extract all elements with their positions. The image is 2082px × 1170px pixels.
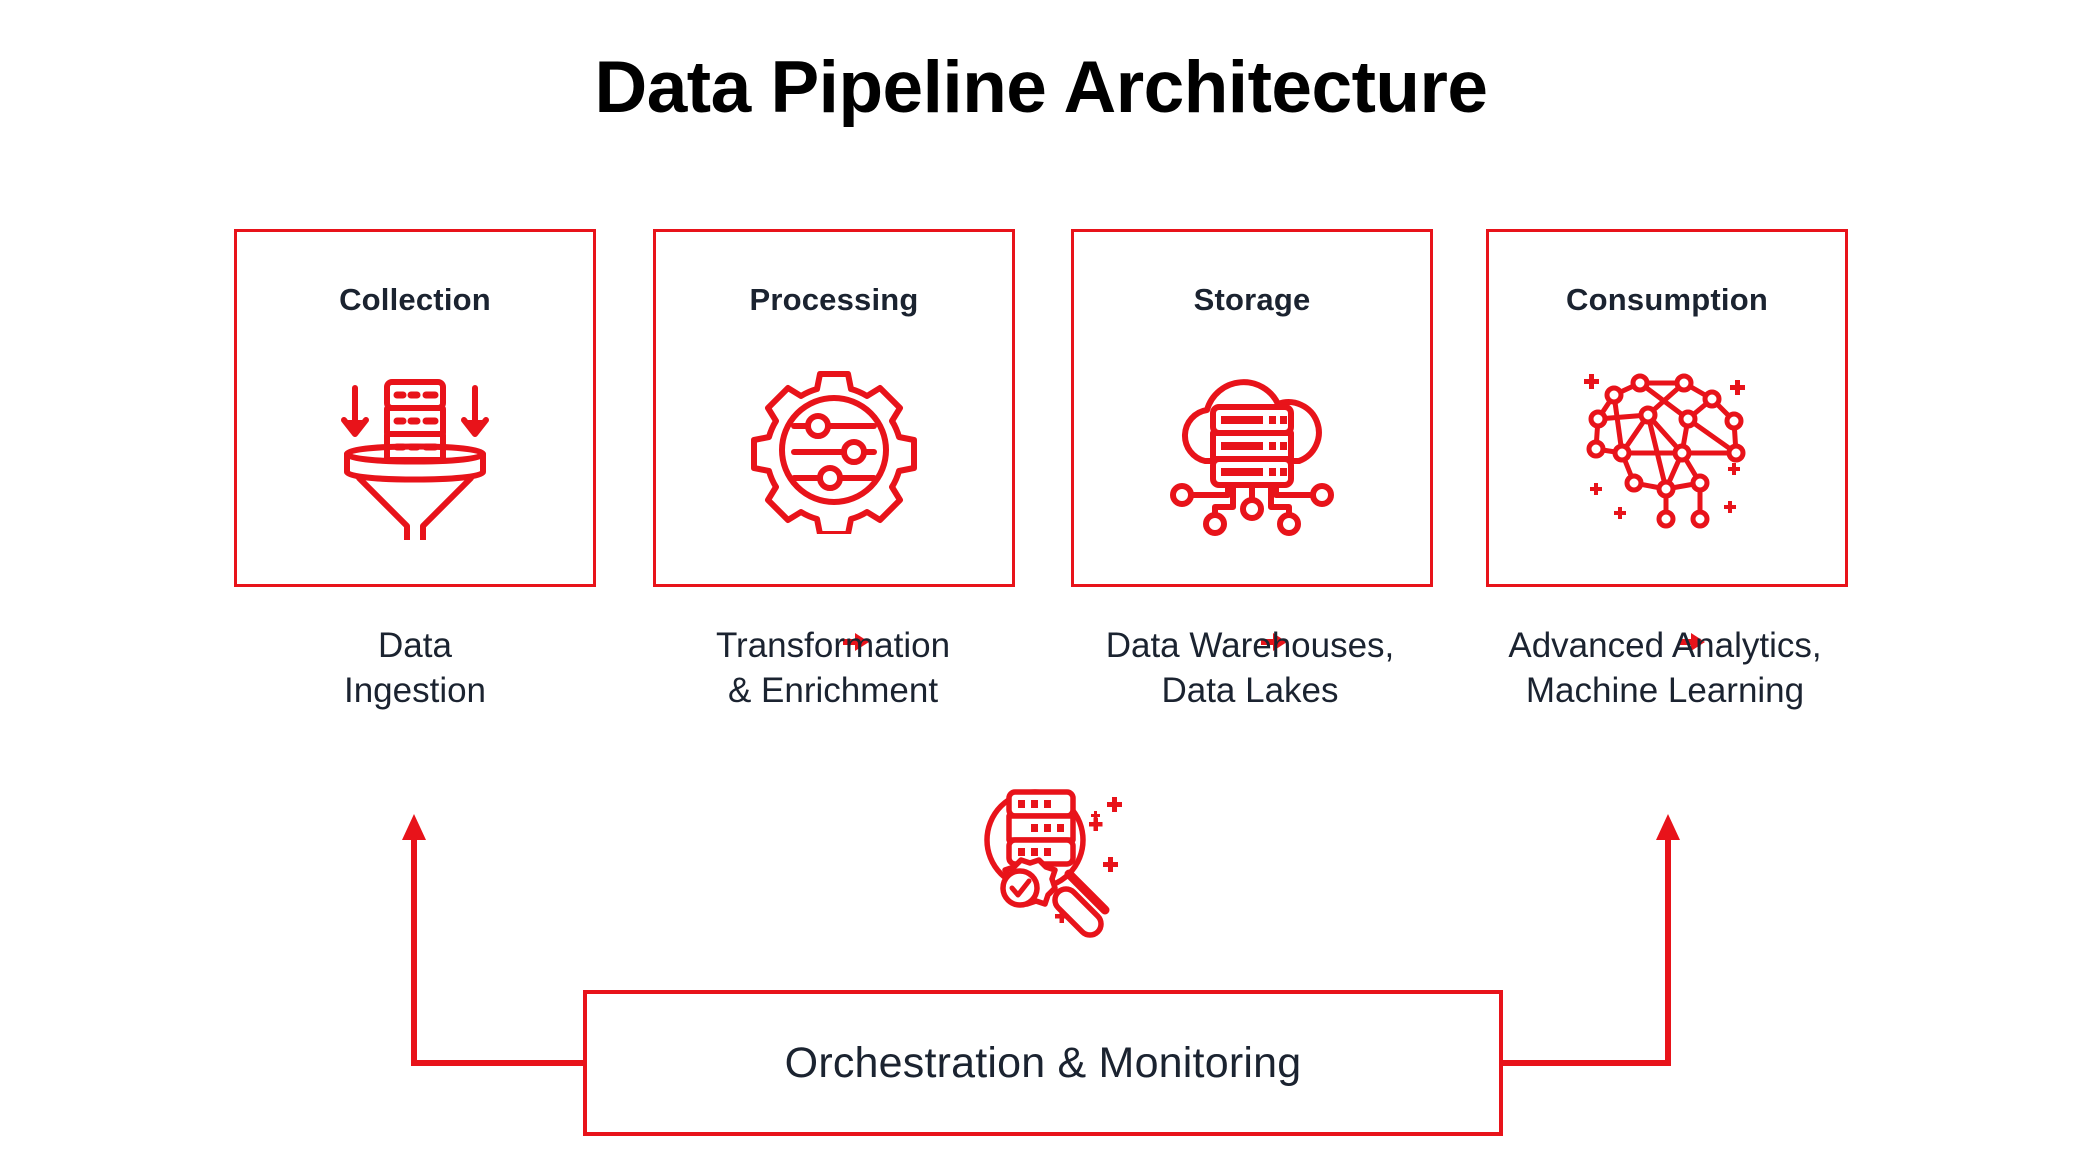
- stage-title-collection: Collection: [339, 282, 491, 317]
- arrow-right-icon-processing-storage: [1257, 627, 1291, 657]
- feedback-arrow-left-icon: [402, 814, 583, 1066]
- stage-caption-processing-line2: & Enrichment: [727, 670, 939, 710]
- magnifier-server-gear-check-icon: [963, 778, 1133, 948]
- cloud-server-network-icon: [1074, 342, 1430, 557]
- orchestration-monitoring-label: Orchestration & Monitoring: [784, 1038, 1302, 1087]
- stage-title-storage: Storage: [1193, 282, 1311, 317]
- stage-caption-storage-line2: Data Lakes: [1161, 670, 1339, 710]
- stage-caption-consumption-line1: Advanced Analytics,: [1508, 626, 1822, 665]
- orchestration-monitoring-bar[interactable]: Orchestration & Monitoring: [583, 990, 1503, 1136]
- stage-caption-processing: Transformation & Enrichment: [633, 624, 1033, 714]
- stage-box-storage[interactable]: Storage: [1071, 229, 1433, 587]
- stage-box-processing[interactable]: Processing: [653, 229, 1015, 587]
- stage-caption-collection-line2: Ingestion: [343, 670, 487, 710]
- arrow-right-icon-collection-processing: [839, 627, 873, 657]
- stage-caption-storage-line1: Data Warehouses,: [1105, 626, 1395, 665]
- neural-network-brain-icon: [1489, 342, 1845, 557]
- page-title: Data Pipeline Architecture: [594, 47, 1488, 128]
- funnel-server-ingest-icon: [237, 342, 593, 557]
- pipeline-stage-row: Collection: [234, 229, 1848, 651]
- stage-caption-consumption: Advanced Analytics, Machine Learning: [1465, 624, 1865, 714]
- stage-box-collection[interactable]: Collection: [234, 229, 596, 587]
- stage-title-processing: Processing: [749, 282, 919, 317]
- stage-caption-collection-line1: Data: [378, 626, 452, 665]
- arrow-right-icon-storage-consumption: [1675, 627, 1709, 657]
- stage-caption-collection: Data Ingestion: [215, 624, 615, 714]
- stage-caption-processing-line1: Transformation: [715, 626, 951, 665]
- gear-sliders-icon: [656, 342, 1012, 557]
- stage-box-consumption[interactable]: Consumption: [1486, 229, 1848, 587]
- stage-caption-storage: Data Warehouses, Data Lakes: [1050, 624, 1450, 714]
- stage-title-consumption: Consumption: [1566, 282, 1768, 317]
- stage-caption-consumption-line2: Machine Learning: [1525, 670, 1805, 710]
- feedback-arrow-right-icon: [1500, 814, 1680, 1066]
